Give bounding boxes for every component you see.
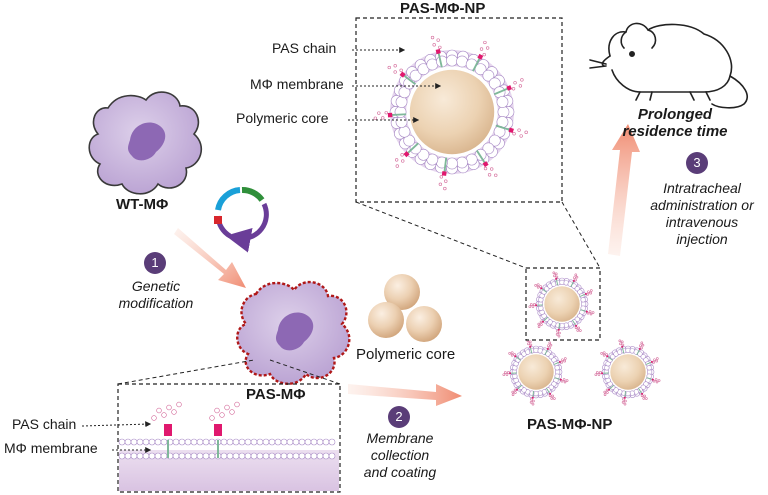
step-2-badge: 2 (388, 406, 410, 428)
label-wt-macrophage: WT-MΦ (116, 196, 169, 213)
pas-np-2 (502, 339, 569, 406)
label-polymeric-core: Polymeric core (356, 346, 456, 363)
label-core-top: Polymeric core (236, 110, 329, 126)
label-pas-chain-top: PAS chain (272, 40, 337, 56)
arrow-step-1 (174, 228, 246, 288)
step-3-line-2: administration or (650, 197, 754, 213)
step-2-line-1: Membrane (366, 430, 434, 446)
step-2-line-3: and coating (363, 464, 437, 480)
step-3-text: Intratracheal administration or intraven… (640, 180, 764, 248)
step-1-line-2: modification (118, 295, 194, 311)
label-membrane-bottom: MΦ membrane (4, 440, 98, 456)
step-2-text: Membrane collection and coating (354, 430, 446, 481)
np-group (502, 271, 661, 406)
label-membrane-top: MΦ membrane (250, 76, 344, 92)
polymeric-core-particles (368, 274, 442, 342)
wt-macrophage-cell (88, 91, 203, 195)
outcome-line-1: Prolonged (637, 106, 713, 123)
label-pas-chain-bottom: PAS chain (12, 416, 77, 432)
arrow-step-3 (608, 124, 640, 256)
step-3-line-3: intravenous (665, 214, 739, 230)
mouse-illustration (589, 22, 748, 109)
title-top-np: PAS-MΦ-NP (400, 0, 486, 17)
outcome-text: Prolonged residence time (616, 106, 734, 140)
arrow-step-2 (348, 384, 462, 406)
plasmid-icon (214, 187, 269, 253)
step-3-badge: 3 (686, 152, 708, 174)
step-1-badge: 1 (144, 252, 166, 274)
step-2-line-2: collection (370, 447, 430, 463)
np-group-zoom-frame (525, 267, 601, 341)
step-3-line-1: Intratracheal (663, 180, 741, 196)
step-1-line-1: Genetic (131, 278, 181, 294)
step-3-line-4: injection (676, 231, 728, 247)
label-pas-macrophage: PAS-MΦ (246, 386, 306, 403)
label-bottom-np: PAS-MΦ-NP (527, 416, 613, 433)
callout-pas-chain-bottom (81, 421, 152, 428)
membrane-zoom-box (117, 359, 341, 493)
large-pas-np (373, 35, 528, 191)
pas-macrophage-cell (236, 280, 351, 385)
wt-nucleus (128, 122, 166, 161)
np-zoom-box (355, 17, 601, 269)
pas-np-1 (528, 271, 595, 338)
pas-nucleus (276, 312, 314, 351)
pas-np-3 (594, 339, 661, 406)
step-1-text: Genetic modification (108, 278, 204, 312)
outcome-line-2: residence time (622, 123, 728, 140)
